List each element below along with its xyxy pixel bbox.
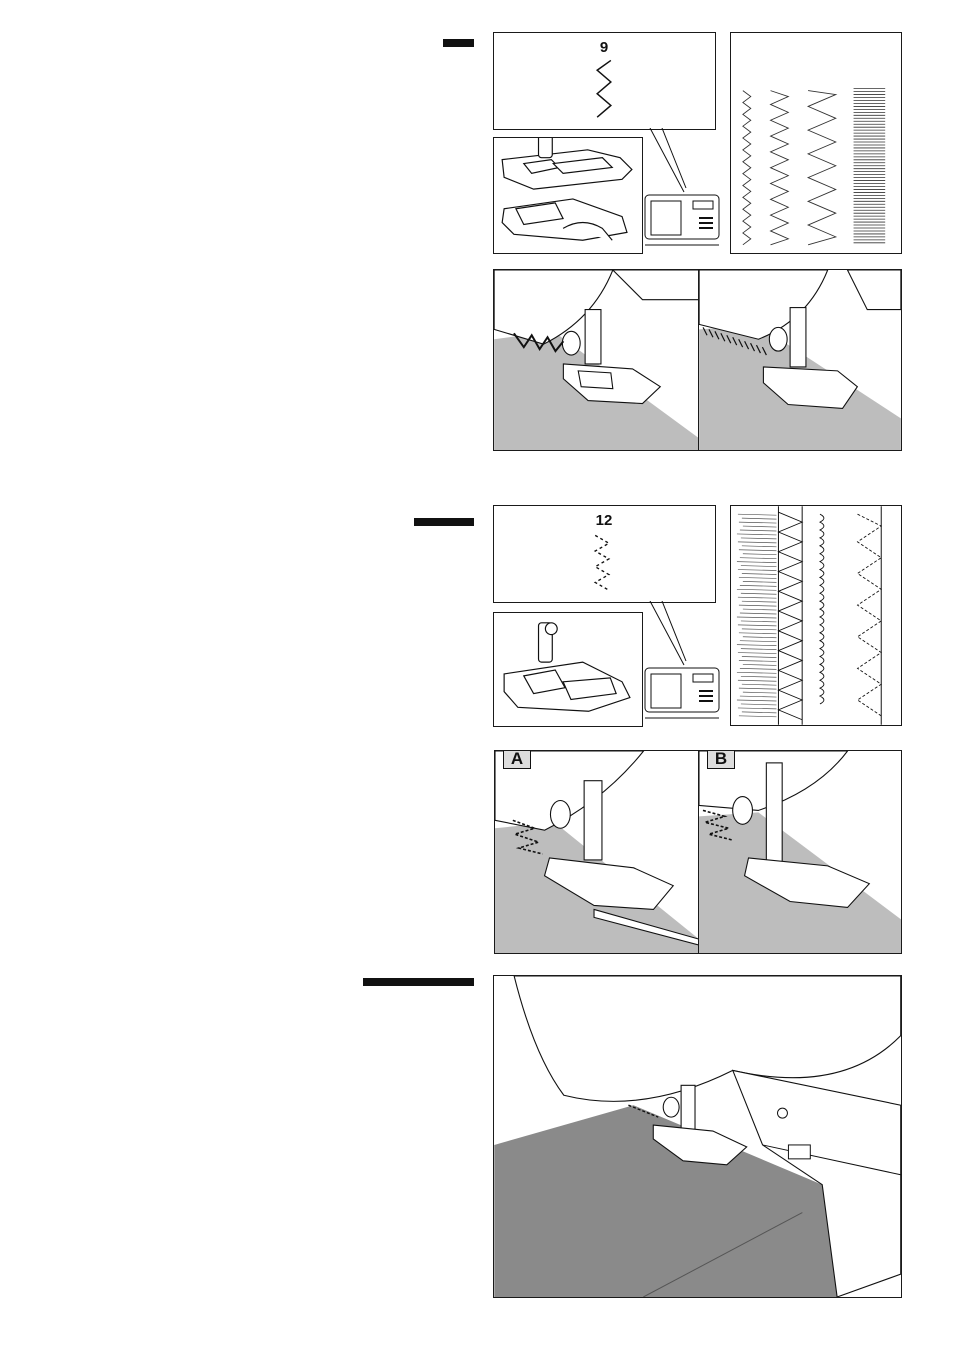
section-bar-3 bbox=[363, 978, 474, 986]
zigzag-stitch-icon bbox=[494, 33, 715, 129]
stitch-samples-panel-2 bbox=[730, 505, 902, 726]
section-bar-1 bbox=[443, 39, 474, 47]
stitch-selection-panel-9: 9 bbox=[493, 32, 716, 130]
sewing-view-right-1 bbox=[698, 269, 902, 451]
presser-feet-panel bbox=[493, 137, 643, 254]
section-bar-2 bbox=[414, 518, 474, 526]
stitch-selection-panel-12: 12 bbox=[493, 505, 716, 603]
presser-foot-panel bbox=[493, 612, 643, 727]
sewing-machine-icon bbox=[643, 666, 721, 726]
view-label-a: A bbox=[503, 750, 531, 769]
sewing-view-left-1 bbox=[493, 269, 700, 451]
sewing-machine-icon bbox=[643, 193, 721, 253]
multi-zigzag-stitch-icon bbox=[494, 506, 715, 602]
sewing-view-b: B bbox=[698, 750, 902, 954]
callout-line bbox=[640, 601, 690, 671]
callout-line bbox=[640, 128, 690, 198]
view-label-b: B bbox=[707, 750, 735, 769]
stitch-samples-panel-1 bbox=[730, 32, 902, 254]
sewing-view-large bbox=[493, 975, 902, 1298]
sewing-view-a: A bbox=[494, 750, 700, 954]
